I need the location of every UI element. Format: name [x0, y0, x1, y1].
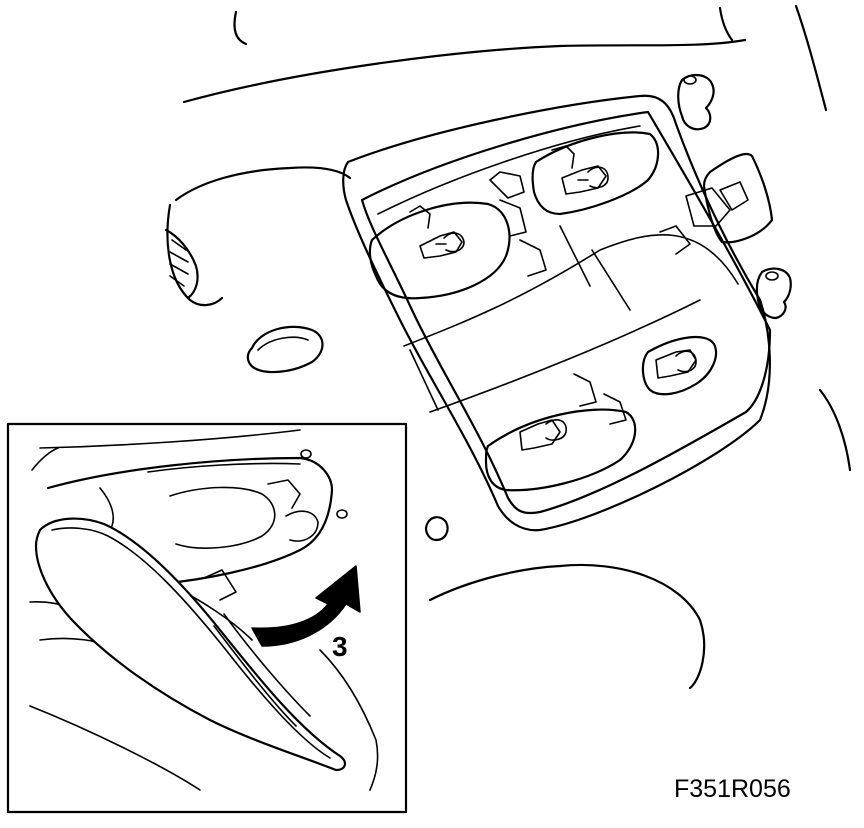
- oval-recess: [246, 325, 324, 374]
- console-clips: [489, 171, 731, 425]
- switch-bracket: [702, 152, 774, 244]
- bulb-icon: [675, 350, 697, 373]
- fastener-icon: [755, 267, 792, 320]
- lamp-housing-lower-left: [484, 408, 637, 492]
- lamp-housing-upper-left: [368, 201, 511, 300]
- bulb-icon: [545, 419, 567, 441]
- headliner-outline: [166, 4, 852, 690]
- vent-grille: [164, 228, 199, 300]
- lamp-housing-lower-right: [641, 336, 718, 396]
- console-housing: [342, 94, 772, 532]
- vanity-mirror-icon: [34, 517, 346, 772]
- bulb-icon: [435, 232, 465, 253]
- fastener-icon: [677, 74, 715, 131]
- bulb-icon: [577, 166, 609, 189]
- callout-label: 3: [332, 631, 348, 662]
- lamp-housing-upper-right: [531, 131, 660, 216]
- curved-arrow-icon: [251, 565, 361, 647]
- figure-code: F351R056: [674, 775, 791, 803]
- round-recess: [424, 516, 449, 542]
